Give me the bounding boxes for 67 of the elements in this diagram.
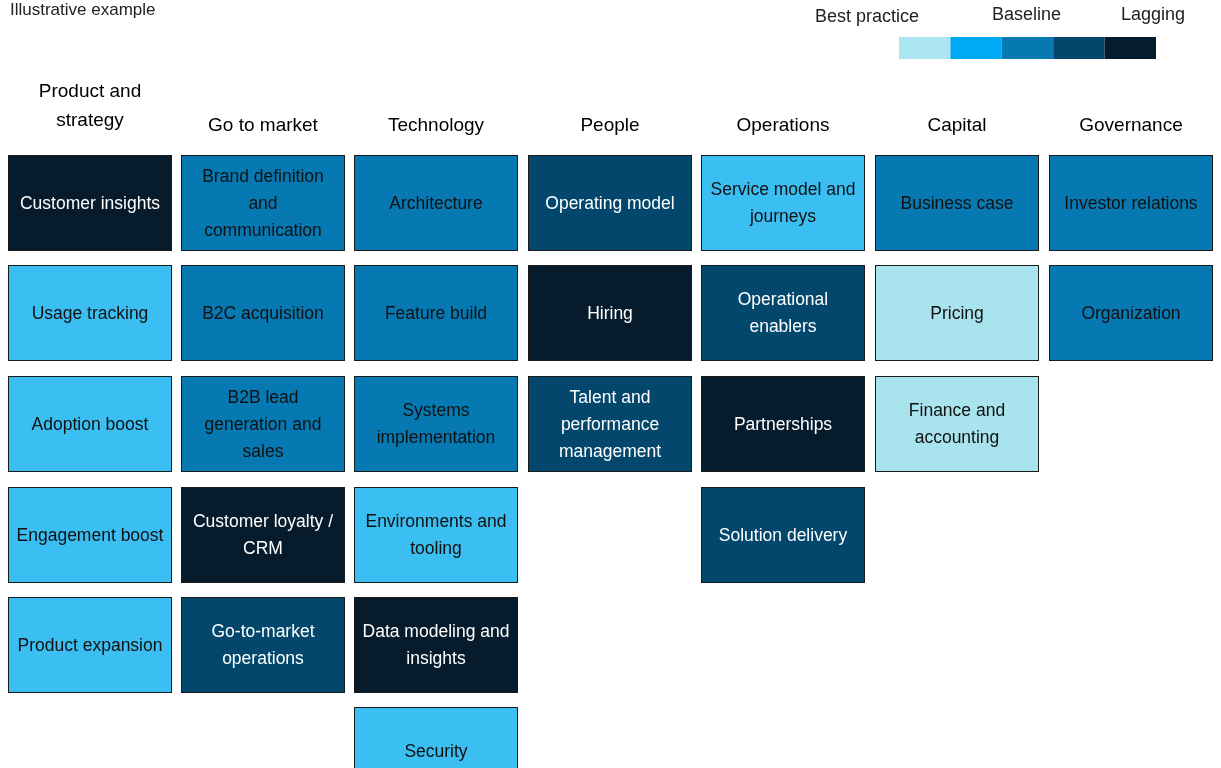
box-label: B2C acquisition — [202, 301, 324, 325]
category-box — [354, 265, 518, 361]
category-box — [181, 155, 345, 251]
box-label: Systems implementation — [375, 399, 497, 449]
box-label: Hiring — [587, 301, 633, 325]
category-box — [528, 376, 692, 472]
category-box — [701, 155, 865, 251]
category-box — [875, 265, 1039, 361]
category-box — [1049, 265, 1213, 361]
box-label: Solution delivery — [718, 523, 848, 547]
category-box — [701, 265, 865, 361]
category-box — [701, 487, 865, 583]
box-label: Operating model — [545, 191, 675, 215]
category-box — [181, 265, 345, 361]
box-label: Operational enablers — [736, 288, 830, 338]
box-label: Talent and performance management — [557, 385, 663, 463]
category-box — [8, 265, 172, 361]
box-label: Usage tracking — [31, 301, 149, 325]
category-box — [701, 376, 865, 472]
box-label: Business case — [900, 191, 1014, 215]
category-box — [1049, 155, 1213, 251]
category-box — [8, 487, 172, 583]
box-label: Organization — [1081, 301, 1181, 325]
category-box — [528, 265, 692, 361]
box-label: Engagement boost — [16, 523, 164, 547]
category-box — [354, 487, 518, 583]
legend-label: Best practice — [815, 6, 920, 27]
box-label: Partnerships — [733, 412, 833, 436]
box-label: Go-to-market operations — [210, 620, 316, 670]
category-box — [181, 376, 345, 472]
category-box — [354, 707, 518, 768]
box-label: Investor relations — [1064, 191, 1198, 215]
category-box — [354, 597, 518, 693]
column-header: Operations — [735, 113, 831, 137]
box-label: Pricing — [930, 301, 984, 325]
box-label: Adoption boost — [31, 412, 149, 436]
category-box — [354, 376, 518, 472]
subtitle: Illustrative example — [10, 0, 156, 20]
box-label: Environments and tooling — [364, 510, 508, 560]
box-label: Feature build — [384, 301, 488, 325]
box-label: Service model and journeys — [709, 178, 857, 228]
category-box — [8, 597, 172, 693]
column-header: Go to market — [207, 113, 319, 137]
category-box — [354, 155, 518, 251]
box-label: Product expansion — [17, 633, 163, 657]
category-box — [8, 155, 172, 251]
box-label: Finance and accounting — [907, 399, 1007, 449]
category-box — [181, 487, 345, 583]
category-box — [181, 597, 345, 693]
column-header: Product and strategy — [37, 79, 143, 132]
box-label: Customer insights — [19, 191, 161, 215]
column-header: Governance — [1078, 113, 1184, 137]
box-label: Data modeling and insights — [361, 620, 511, 670]
box-label: B2B lead generation and sales — [203, 385, 323, 463]
column-header: Technology — [386, 113, 486, 137]
category-box — [875, 155, 1039, 251]
category-box — [8, 376, 172, 472]
category-box — [875, 376, 1039, 472]
column-header: People — [579, 113, 641, 137]
category-box — [528, 155, 692, 251]
box-label: Architecture — [389, 191, 483, 215]
box-label: Customer loyalty / CRM — [191, 510, 334, 560]
column-header: Capital — [926, 113, 988, 137]
box-label: Security — [404, 740, 468, 763]
box-label: Brand definition and communication — [201, 164, 325, 242]
legend-label: Baseline — [992, 4, 1062, 25]
legend-label: Lagging — [1121, 4, 1186, 25]
